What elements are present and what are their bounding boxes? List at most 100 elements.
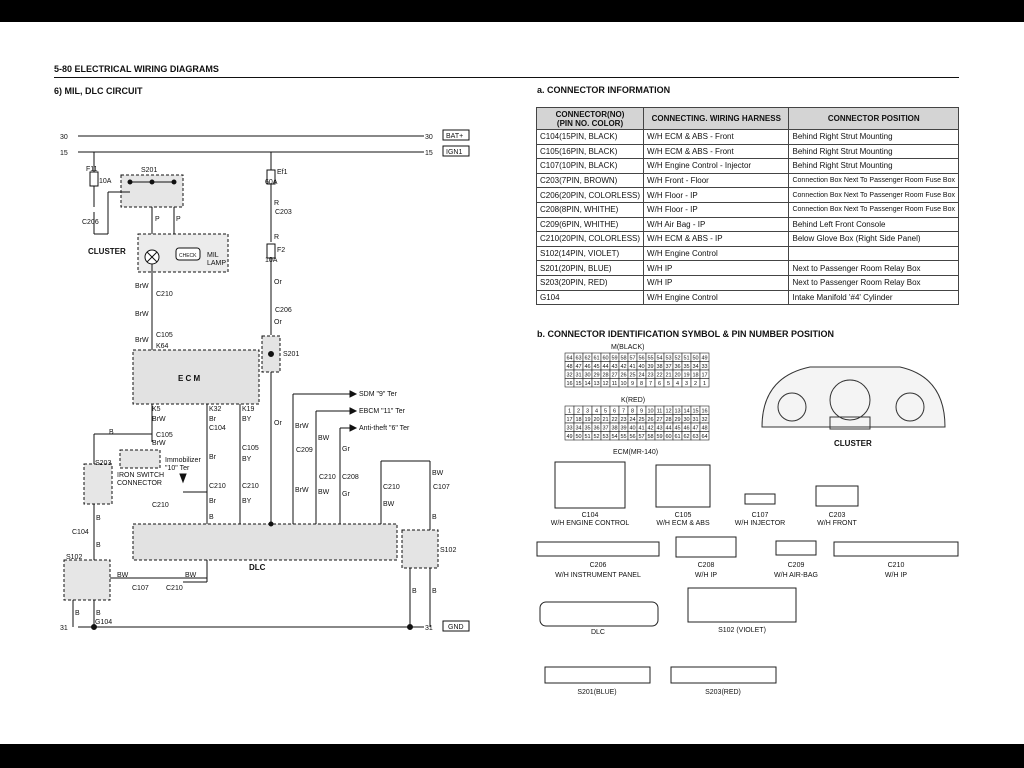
pin-number: 6	[658, 381, 661, 387]
ecm-red-label: K(RED)	[621, 397, 645, 404]
check-label: CHECK	[179, 253, 197, 259]
wire-color-b-8: B	[75, 610, 80, 617]
pin-number: 7	[622, 408, 625, 414]
pin-number: 30	[584, 372, 590, 378]
pin-number: 34	[575, 425, 581, 431]
pin-number: 40	[629, 425, 635, 431]
ebcm-label: EBCM "11" Ter	[359, 408, 406, 415]
wire-color-b-3: B	[412, 588, 417, 595]
ecm-box	[132, 349, 260, 405]
s201-label: S201	[141, 167, 157, 174]
pin-number: 42	[647, 425, 653, 431]
s201-right-label: S201	[283, 351, 299, 358]
wire-color-p-1: P	[155, 216, 160, 223]
k5-label: K5	[152, 406, 161, 413]
c210-label-3: C210	[209, 483, 226, 490]
page-header: 5-80 ELECTRICAL WIRING DIAGRAMS	[54, 64, 219, 74]
iron-switch-box	[119, 449, 161, 469]
c208-connector-shape	[675, 536, 737, 558]
pin-number: 53	[665, 355, 671, 361]
s102-right-splice	[401, 529, 439, 569]
c209-sub: W/H AIR-BAG	[774, 572, 818, 579]
c210-label-1: C210	[156, 291, 173, 298]
pin-number: 43	[611, 364, 617, 370]
pin-number: 2	[694, 381, 697, 387]
g104-label: G104	[95, 619, 112, 626]
pin-number: 28	[665, 417, 671, 423]
pin-number: 49	[701, 355, 707, 361]
pin-number: 24	[638, 372, 644, 378]
connector-identification-title: b. CONNECTOR IDENTIFICATION SYMBOL & PIN…	[537, 329, 835, 339]
wire-color-by-2: BY	[242, 456, 252, 463]
c210-label-4: C210	[242, 483, 259, 490]
wire-color-brw-5: BrW	[152, 440, 166, 447]
wire-color-gr-1: Gr	[342, 446, 350, 453]
immobilizer-label: Immobilizer"10" Ter	[165, 457, 201, 472]
c107-connector-shape	[744, 493, 776, 505]
pin-number: 27	[611, 372, 617, 378]
c209-name: C209	[788, 562, 805, 569]
pin-number: 8	[640, 381, 643, 387]
pin-number: 18	[692, 372, 698, 378]
pin-number: 33	[566, 425, 572, 431]
pin-number: 44	[665, 425, 671, 431]
c107-label-2: C107	[132, 585, 149, 592]
wire-color-bw-1: BW	[318, 435, 330, 442]
wire-color-b-7: B	[209, 514, 214, 521]
connector-info-table: CONNECTOR(NO) (PIN NO. COLOR) CONNECTING…	[535, 107, 959, 306]
check-engine-icon	[175, 247, 201, 261]
c203-sub: W/H FRONT	[817, 520, 857, 527]
c206-right-label: C206	[275, 307, 292, 314]
c105-label-3: C105	[242, 445, 259, 452]
pin-number: 37	[602, 425, 608, 431]
pin-number: 53	[602, 434, 608, 440]
s203-splice-box	[83, 463, 113, 505]
pin-number: 30	[683, 417, 689, 423]
wire-color-brw-2: BrW	[135, 311, 149, 318]
col-header-connector: CONNECTOR(NO) (PIN NO. COLOR)	[535, 107, 645, 130]
c107-name: C107	[752, 512, 769, 519]
pin-number: 43	[656, 425, 662, 431]
pin-number: 41	[629, 364, 635, 370]
dlc-connector-shape	[539, 601, 659, 627]
c206-name: C206	[590, 562, 607, 569]
c203-label: C203	[275, 209, 292, 216]
ecm-black-label: M(BLACK)	[611, 344, 644, 351]
wire-color-brw-4: BrW	[152, 416, 166, 423]
pin-number: 22	[611, 417, 617, 423]
pin-number: 23	[647, 372, 653, 378]
pin-number: 23	[620, 417, 626, 423]
pin-number: 63	[575, 355, 581, 361]
s201-name: S201(BLUE)	[577, 689, 616, 696]
pin-number: 59	[611, 355, 617, 361]
c210-label-6: C210	[383, 484, 400, 491]
c104-label-2: C104	[72, 529, 89, 536]
pin-number: 38	[656, 364, 662, 370]
dlc-label: DLC	[249, 563, 266, 572]
pin-number: 64	[566, 355, 572, 361]
c210-label-7: C210	[166, 585, 183, 592]
c104-name: C104	[582, 512, 599, 519]
pin-number: 55	[620, 434, 626, 440]
wire-color-by-3: BY	[242, 498, 252, 505]
pin-number: 62	[584, 355, 590, 361]
wire-color-r-2: R	[274, 234, 279, 241]
wire-color-br-2: Br	[209, 454, 217, 461]
c105-label-1: C105	[156, 332, 173, 339]
dlc-name: DLC	[591, 629, 605, 636]
s203-name: S203(RED)	[705, 689, 741, 696]
pin-number: 41	[638, 425, 644, 431]
pin-number: 29	[593, 372, 599, 378]
pin-number: 42	[620, 364, 626, 370]
pin-number: 15	[692, 408, 698, 414]
pin-number: 51	[584, 434, 590, 440]
pin-number: 61	[674, 434, 680, 440]
cluster-label: CLUSTER	[88, 247, 126, 256]
pin-number: 20	[593, 417, 599, 423]
pin-cell	[699, 378, 710, 388]
wire-color-gr-2: Gr	[342, 491, 350, 498]
pin-number: 17	[566, 417, 572, 423]
